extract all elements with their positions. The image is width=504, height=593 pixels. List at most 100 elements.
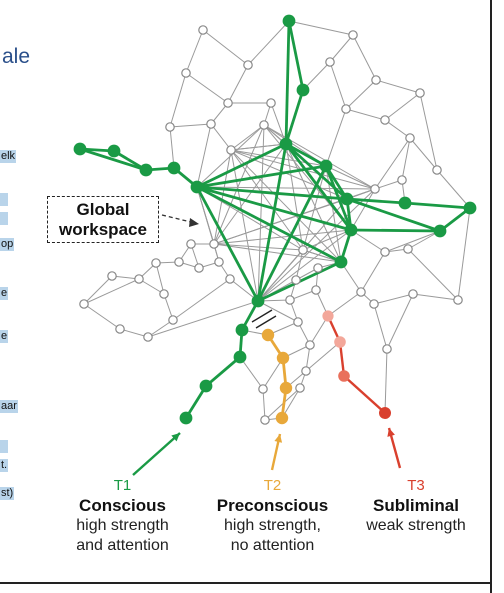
network-node (159, 289, 169, 299)
conscious-edge (287, 20, 305, 91)
subliminal-node (334, 336, 346, 348)
network-edge (375, 79, 421, 94)
network-node (194, 263, 204, 273)
network-node (115, 324, 125, 334)
conscious-node (190, 180, 204, 194)
network-node (405, 133, 415, 143)
pathway-desc-t1-line2: and attention (76, 537, 169, 554)
network-node (311, 285, 321, 295)
pathway-desc-t2-line1: high strength, (224, 517, 321, 534)
network-node (301, 366, 311, 376)
network-node (209, 239, 219, 249)
network-node (397, 175, 407, 185)
conscious-node (398, 196, 412, 210)
network-edge (345, 108, 386, 121)
conscious-node (233, 350, 247, 364)
inhibition-mark (255, 315, 277, 329)
network-edge (257, 229, 352, 302)
side-chip: e (0, 287, 9, 300)
network-node (380, 247, 390, 257)
network-edge (374, 137, 411, 190)
network-edge (172, 278, 231, 321)
subliminal-node (338, 370, 350, 382)
network-node (260, 415, 270, 425)
network-node (371, 75, 381, 85)
conscious-edge (196, 185, 342, 264)
network-node (206, 119, 216, 129)
network-edge (270, 102, 287, 145)
conscious-edge (346, 197, 406, 205)
network-node (295, 383, 305, 393)
network-node (259, 120, 269, 130)
network-edge (436, 169, 471, 209)
network-node (408, 289, 418, 299)
network-edge (409, 137, 438, 171)
network-node (151, 258, 161, 268)
network-edge (155, 262, 165, 295)
network-edge (83, 278, 140, 305)
network-node (223, 98, 233, 108)
network-node (258, 384, 268, 394)
network-edge (210, 123, 232, 151)
network-node (79, 299, 89, 309)
pathway-name-t3: Subliminal (373, 496, 459, 515)
conscious-node (235, 323, 249, 337)
pathway-tag-t1: T1 (113, 477, 132, 494)
subliminal-node (379, 407, 392, 420)
t1-input-arrow (132, 432, 181, 476)
network-edge (285, 143, 304, 251)
network-edge (138, 278, 165, 295)
preconscious-node (276, 351, 290, 365)
global-workspace-label-line2: workspace (59, 219, 147, 239)
inhibition-mark (251, 309, 273, 323)
network-node (134, 274, 144, 284)
side-chip: elk (0, 150, 17, 163)
pathway-tag-t3: T3 (407, 477, 425, 494)
t2-input-arrow-head (274, 434, 283, 443)
network-node (298, 245, 308, 255)
network-node (186, 239, 196, 249)
network-node (305, 340, 315, 350)
network-edge (384, 348, 388, 414)
network-edge (230, 149, 327, 167)
conscious-edge (256, 143, 288, 302)
network-node (285, 295, 295, 305)
network-edge (288, 20, 354, 36)
conscious-node (340, 192, 354, 206)
network-node (214, 257, 224, 267)
network-edge (169, 126, 175, 169)
conscious-edge (196, 142, 287, 189)
network-edge (239, 356, 264, 390)
network-edge (302, 165, 327, 251)
network-node (168, 315, 178, 325)
pathway-desc-t2-line2: no attention (230, 537, 315, 554)
network-edge (419, 92, 438, 171)
pathway-name-t1: Conscious (79, 496, 166, 515)
conscious-edge (205, 355, 241, 388)
preconscious-node (275, 411, 289, 425)
conscious-node (139, 163, 153, 177)
pathway-desc-t1-line1: high strength (76, 517, 169, 534)
conscious-edge (195, 186, 260, 302)
network-edge (325, 165, 376, 190)
side-chip: aar (0, 400, 18, 413)
network-edge (247, 20, 290, 66)
subliminal-edge (343, 375, 386, 414)
network-node (293, 317, 303, 327)
conscious-edge (350, 228, 441, 233)
network-edge (262, 388, 266, 421)
conscious-node (296, 83, 310, 97)
network-edge (329, 34, 354, 63)
conscious-edge (324, 165, 353, 231)
network-edge (213, 243, 342, 263)
network-edge (230, 149, 259, 302)
workspace-pointer-arrow-head (189, 218, 199, 227)
network-edge (147, 300, 259, 338)
conscious-node (463, 201, 477, 215)
network-nodes (73, 14, 477, 425)
side-chip-blank (0, 440, 8, 453)
conscious-edge (284, 143, 353, 231)
conscious-node (279, 137, 293, 151)
network-node (382, 344, 392, 354)
conscious-node (319, 159, 333, 173)
